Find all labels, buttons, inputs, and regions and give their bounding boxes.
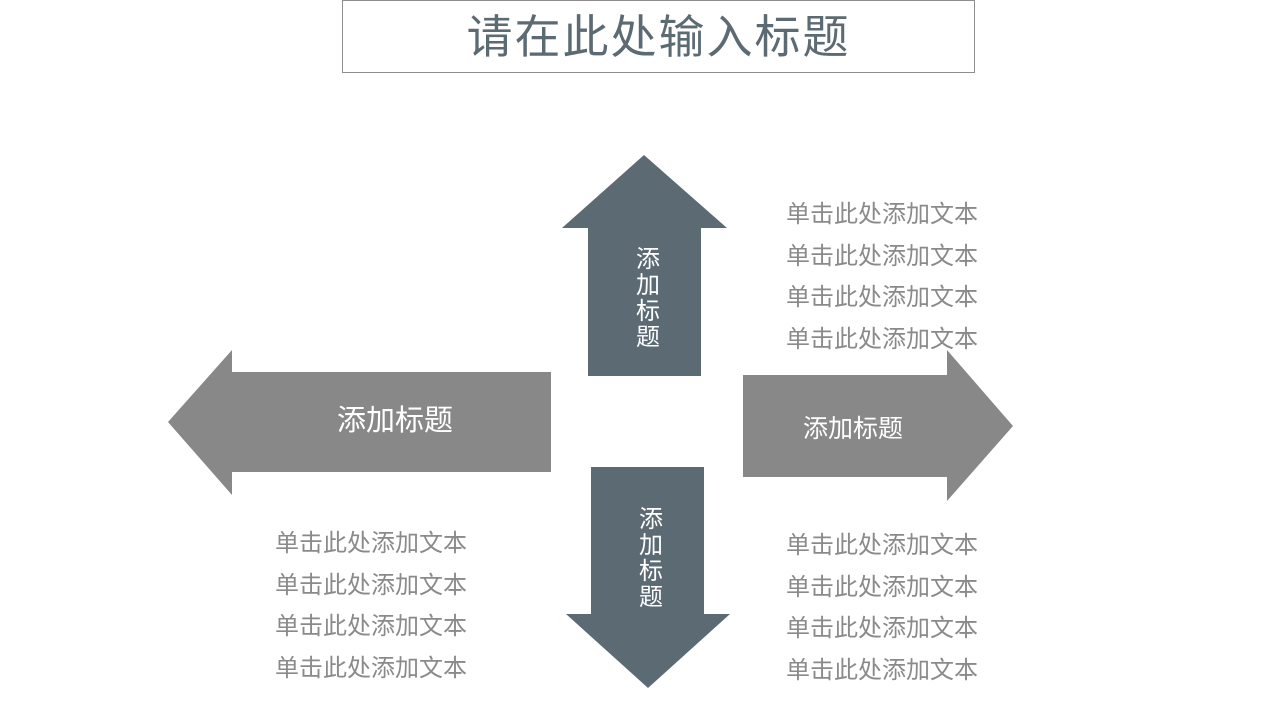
down-label-char: 添 (639, 505, 663, 533)
text-line: 单击此处添加文本 (786, 200, 978, 228)
up-label-char: 题 (636, 323, 660, 351)
text-line: 单击此处添加文本 (786, 655, 978, 684)
text-line: 单击此处添加文本 (275, 612, 467, 640)
up-label-char: 添 (636, 245, 660, 273)
up-arrow[interactable] (562, 155, 727, 376)
up-label-char: 标 (636, 297, 660, 325)
down-arrow[interactable] (566, 467, 730, 688)
down-label-char: 题 (639, 583, 663, 611)
down-label-char: 加 (639, 531, 663, 559)
up-arrow-label: 添 加 标 题 (636, 246, 660, 350)
title-box[interactable]: 请在此处输入标题 (342, 0, 975, 73)
text-line: 单击此处添加文本 (275, 570, 467, 599)
down-arrow-label: 添 加 标 题 (639, 506, 663, 610)
text-block-bottom-right[interactable]: 单击此处添加文本 单击此处添加文本 单击此处添加文本 单击此处添加文本 (786, 525, 1006, 691)
left-arrow[interactable] (168, 350, 551, 495)
text-line: 单击此处添加文本 (275, 653, 467, 682)
up-label-char: 加 (636, 271, 660, 299)
text-line: 单击此处添加文本 (786, 614, 978, 642)
down-label-char: 标 (639, 557, 663, 585)
text-line: 单击此处添加文本 (786, 324, 978, 353)
text-line: 单击此处添加文本 (786, 572, 978, 601)
right-arrow-label: 添加标题 (803, 414, 904, 443)
text-line: 单击此处添加文本 (786, 241, 978, 270)
text-line: 单击此处添加文本 (786, 283, 978, 311)
page-title: 请在此处输入标题 (466, 9, 851, 64)
left-arrow-label: 添加标题 (337, 403, 454, 437)
text-line: 单击此处添加文本 (786, 531, 978, 559)
right-arrow[interactable] (743, 350, 1013, 501)
text-line: 单击此处添加文本 (275, 529, 467, 557)
text-block-top-right[interactable]: 单击此处添加文本 单击此处添加文本 单击此处添加文本 单击此处添加文本 (786, 194, 1006, 360)
text-block-bottom-left[interactable]: 单击此处添加文本 单击此处添加文本 单击此处添加文本 单击此处添加文本 (275, 523, 495, 689)
